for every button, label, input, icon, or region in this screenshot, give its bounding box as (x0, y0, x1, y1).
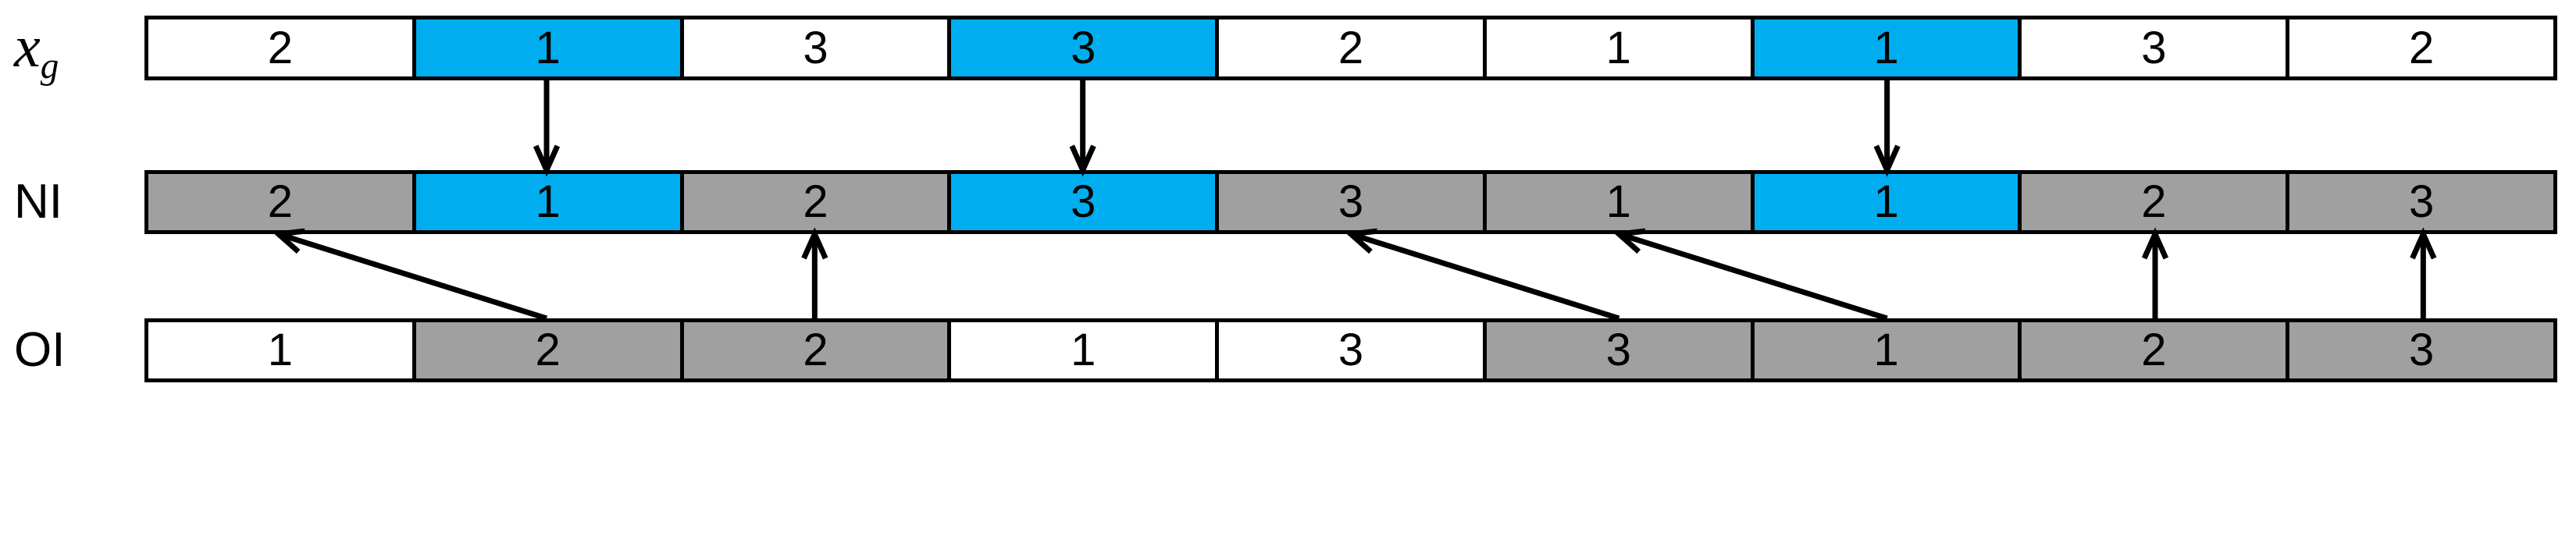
cell-oi-3[interactable]: 2 (683, 322, 952, 378)
arrow-head-up-6 (2410, 227, 2437, 260)
arrow-line-up-3 (1349, 231, 1620, 321)
row-label-oi: OI (14, 323, 66, 377)
arrow-head-up-5 (2141, 227, 2169, 260)
cell-ni-1[interactable]: 2 (148, 174, 416, 230)
cell-ni-7[interactable]: 1 (1754, 174, 2022, 230)
cell-ni-9[interactable]: 3 (2289, 174, 2554, 230)
cell-xg-8[interactable]: 3 (2022, 20, 2290, 76)
cell-oi-7[interactable]: 1 (1754, 322, 2022, 378)
cell-ni-8[interactable]: 2 (2022, 174, 2290, 230)
cell-oi-2[interactable]: 2 (415, 322, 684, 378)
cell-xg-2[interactable]: 1 (415, 20, 684, 76)
cell-xg-7[interactable]: 1 (1754, 20, 2022, 76)
arrow-head-down-3 (1873, 144, 1901, 177)
arrow-head-up-4 (1612, 228, 1646, 254)
row-oi: 1 2 2 1 3 3 1 2 3 (144, 318, 2557, 382)
row-label-xg-base: x (14, 14, 41, 80)
cell-oi-6[interactable]: 3 (1486, 322, 1755, 378)
cell-ni-4[interactable]: 3 (951, 174, 1220, 230)
row-ni: 2 1 2 3 3 1 1 2 3 (144, 170, 2557, 234)
cell-xg-6[interactable]: 1 (1486, 20, 1755, 76)
arrow-line-up-1 (277, 231, 548, 321)
cell-ni-6[interactable]: 1 (1486, 174, 1755, 230)
cell-oi-8[interactable]: 2 (2022, 322, 2290, 378)
cell-ni-5[interactable]: 3 (1219, 174, 1487, 230)
row-label-ni: NI (14, 175, 62, 229)
cell-oi-4[interactable]: 1 (951, 322, 1220, 378)
arrow-head-down-2 (1069, 144, 1096, 177)
arrow-head-up-1 (272, 228, 305, 254)
cell-xg-3[interactable]: 3 (683, 20, 952, 76)
arrow-line-up-4 (1618, 231, 1888, 321)
cell-oi-1[interactable]: 1 (148, 322, 416, 378)
cell-xg-4[interactable]: 3 (951, 20, 1220, 76)
arrow-head-up-3 (1344, 228, 1378, 254)
cell-oi-5[interactable]: 3 (1219, 322, 1487, 378)
cell-ni-2[interactable]: 1 (415, 174, 684, 230)
row-label-xg-subscript: g (40, 46, 59, 87)
cell-ni-3[interactable]: 2 (683, 174, 952, 230)
arrow-head-up-2 (801, 227, 828, 260)
arrow-head-down-1 (533, 144, 561, 177)
cell-xg-5[interactable]: 2 (1219, 20, 1487, 76)
row-xg: 2 1 3 3 2 1 1 3 2 (144, 16, 2557, 80)
row-label-xg: xg (14, 17, 59, 85)
cell-oi-9[interactable]: 3 (2289, 322, 2554, 378)
cell-xg-9[interactable]: 2 (2289, 20, 2554, 76)
cell-xg-1[interactable]: 2 (148, 20, 416, 76)
